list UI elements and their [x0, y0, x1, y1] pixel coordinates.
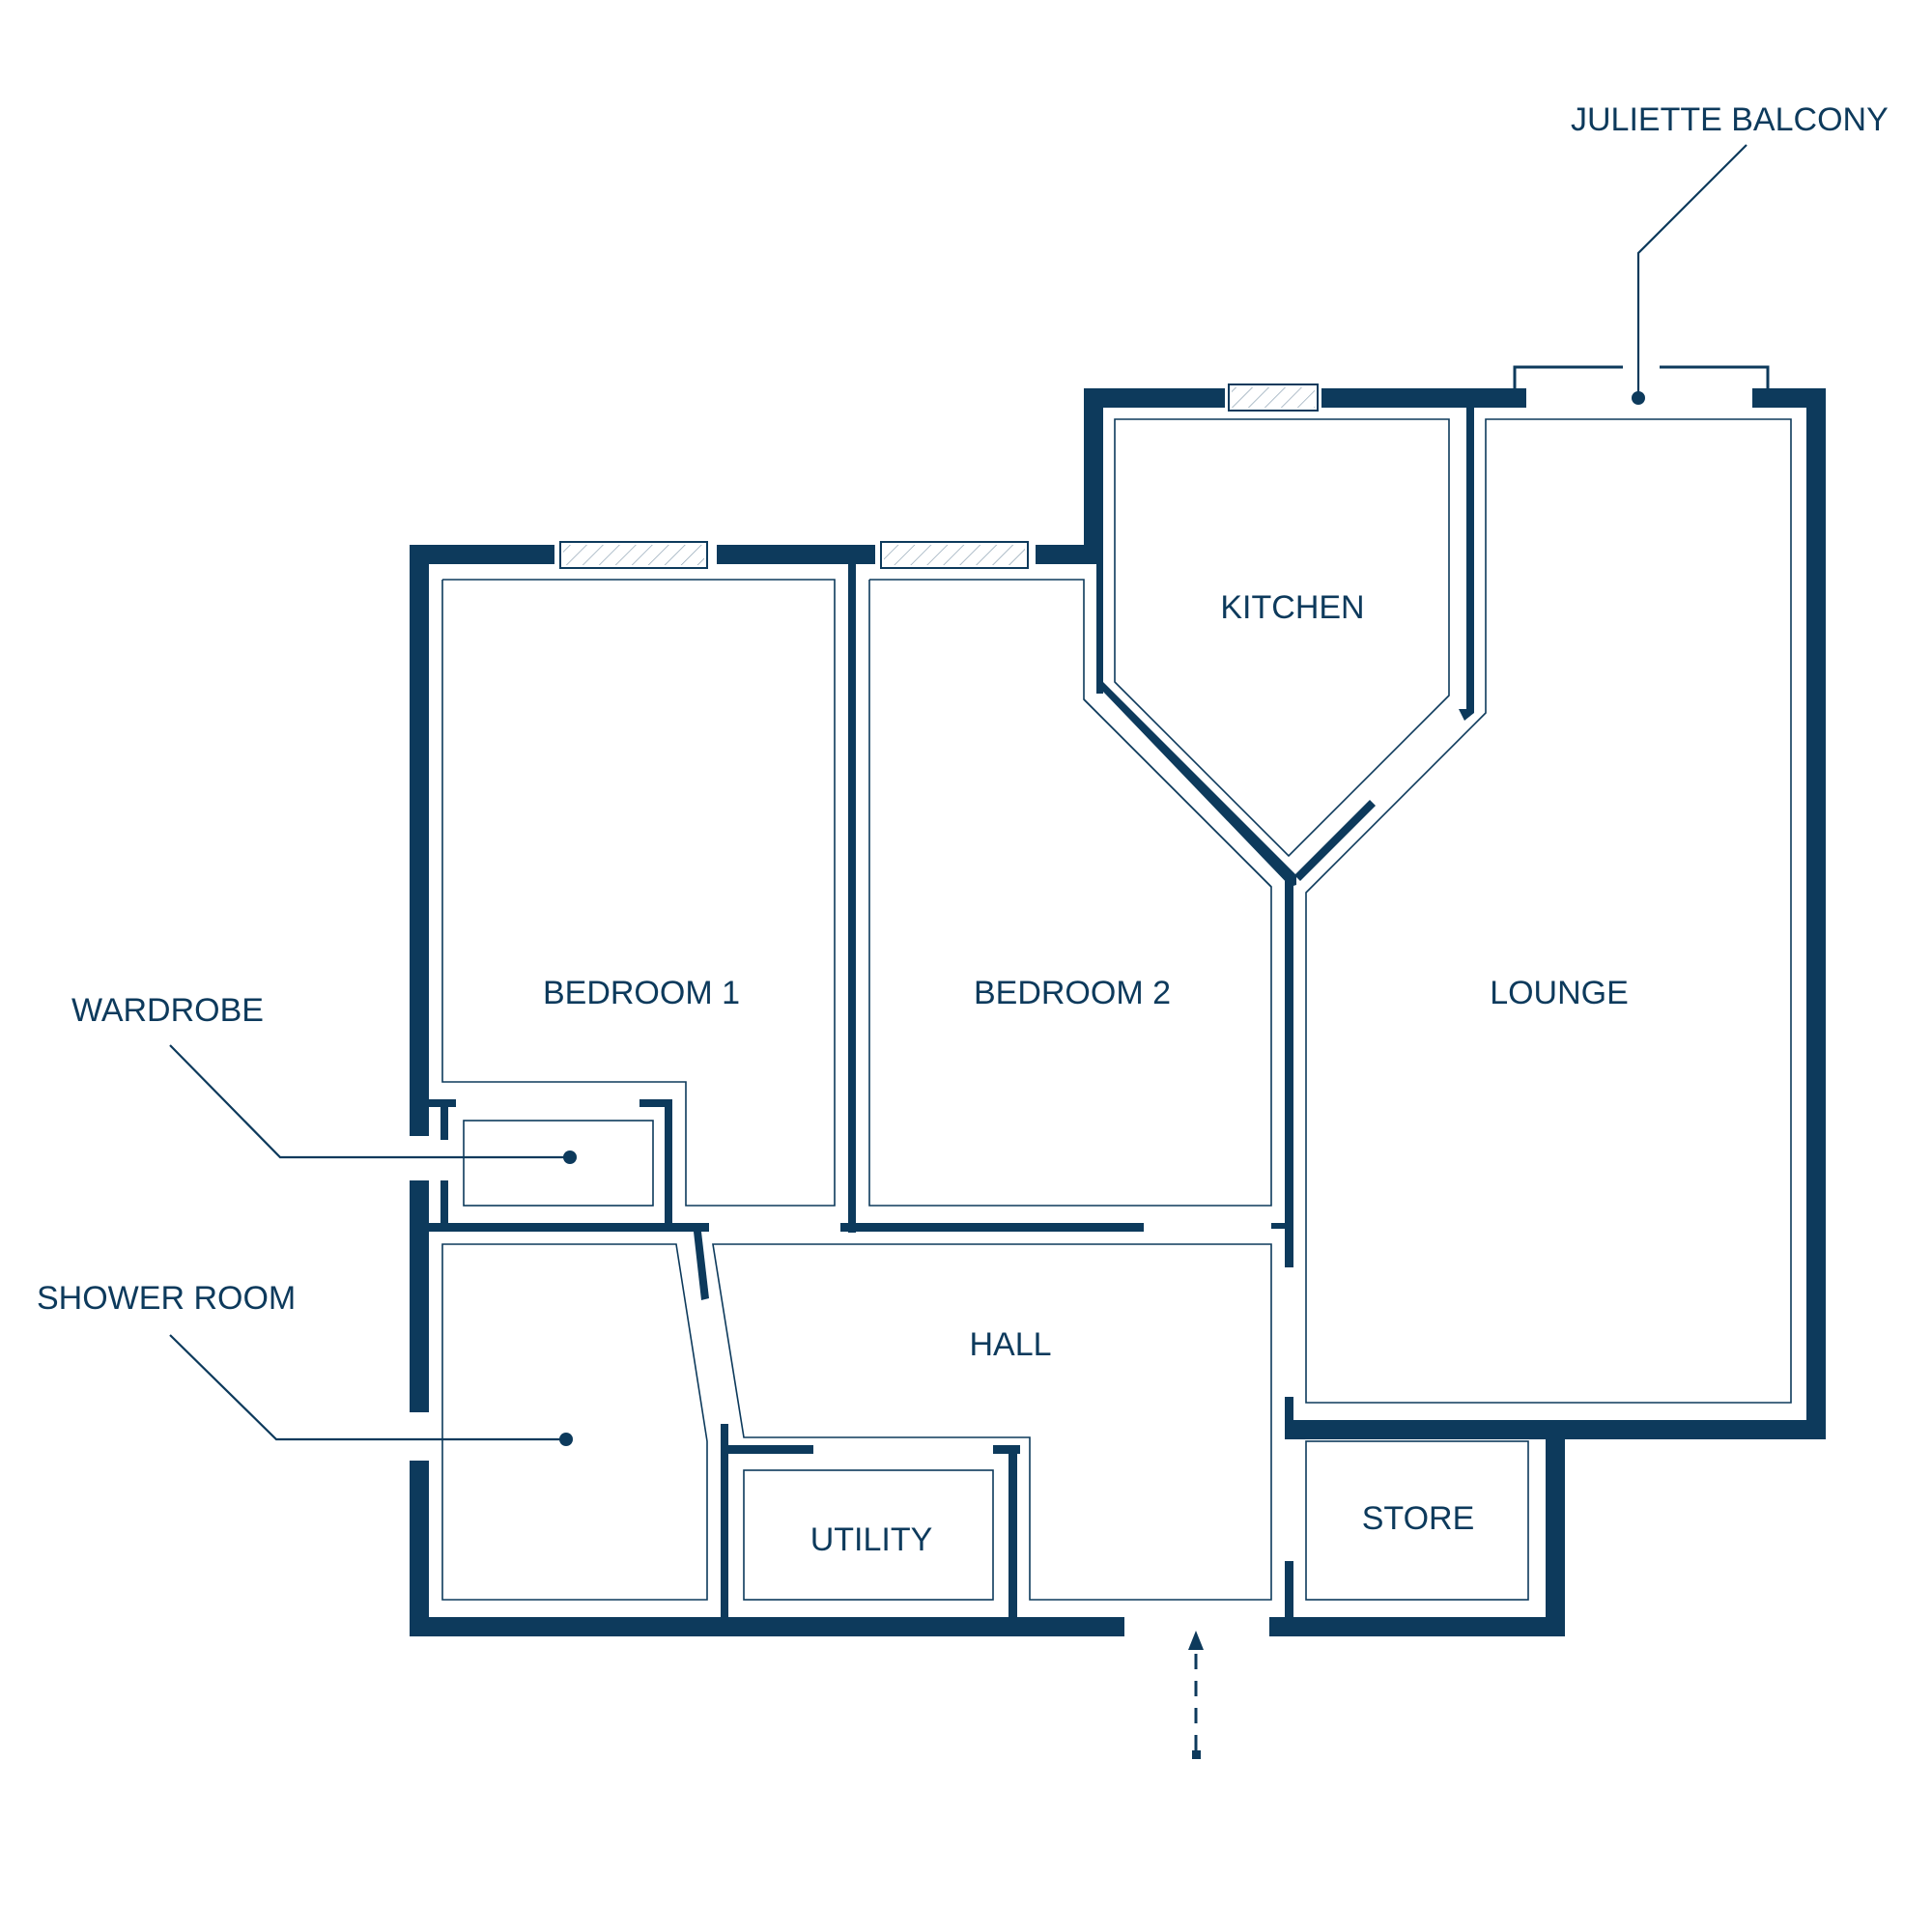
outline-shower-room: [441, 1243, 708, 1601]
wall-hall-lounge-lower: [1285, 1397, 1293, 1439]
wall-left-middle: [410, 1180, 429, 1412]
outline-wardrobe: [463, 1120, 654, 1207]
outline-bedroom2: [868, 579, 1272, 1207]
leader-dot-wardrobe: [563, 1151, 577, 1164]
wall-top-kitchen-left: [1084, 388, 1225, 408]
outline-hall: [712, 1243, 1272, 1601]
wall-utility-top-left: [721, 1445, 813, 1454]
wall-utility-top-right: [993, 1445, 1020, 1454]
label-wardrobe: WARDROBE: [71, 992, 264, 1029]
room-outlines: [441, 418, 1792, 1601]
wall-utility-right: [1009, 1445, 1017, 1627]
label-bedroom2: BEDROOM 2: [974, 975, 1171, 1011]
entrance-arrow-head: [1188, 1631, 1204, 1650]
label-store: STORE: [1362, 1500, 1475, 1537]
window-bedroom2: [880, 541, 1029, 569]
wall-top-b2-right: [1036, 545, 1099, 564]
internal-walls: [429, 408, 1474, 1636]
label-shower-room: SHOWER ROOM: [37, 1280, 296, 1317]
outer-walls: [410, 388, 1826, 1636]
wall-hall-lounge: [1285, 881, 1293, 1267]
leader-dot-juliette-balcony: [1632, 391, 1645, 405]
wall-top-b1-left: [410, 545, 554, 564]
wall-kitchen-left-lower: [1096, 564, 1103, 694]
window-kitchen: [1228, 384, 1319, 412]
wall-kitchen-lounge: [1466, 408, 1474, 709]
callout-leaders: [169, 144, 1747, 1446]
wall-left-upper: [410, 545, 429, 1136]
outline-kitchen: [1114, 418, 1450, 858]
entrance-arrow: [1188, 1631, 1204, 1759]
leader-shower-room: [169, 1334, 566, 1441]
wall-kitchen-stub: [1459, 709, 1474, 721]
wall-wardrobe-top-right: [639, 1099, 672, 1107]
entrance-arrow-tail: [1192, 1750, 1201, 1759]
outline-kitchen-outer-left: [1083, 698, 1272, 888]
label-juliette-balcony: JULIETTE BALCONY: [1571, 101, 1889, 138]
wall-wardrobe-right: [665, 1099, 672, 1231]
window-bedroom1: [559, 541, 708, 569]
wall-kitchen-angle-left: [1103, 682, 1296, 887]
wall-wardrobe-hall: [429, 1223, 709, 1232]
label-lounge: LOUNGE: [1490, 975, 1629, 1011]
windows: [559, 384, 1319, 569]
outline-bedroom1: [441, 579, 836, 1207]
wall-kitchen-left: [1084, 388, 1103, 564]
wall-top-b1-right: [717, 545, 875, 564]
wall-left-lower: [410, 1461, 429, 1636]
wall-bed2-hall: [840, 1223, 1144, 1232]
leader-dot-shower-room: [559, 1433, 573, 1446]
wall-wardrobe-left-lower: [440, 1180, 448, 1231]
leader-wardrobe: [169, 1044, 570, 1159]
wall-bed1-bed2: [848, 564, 856, 1233]
wall-top-kitchen-right: [1321, 388, 1526, 408]
label-utility: UTILITY: [810, 1521, 933, 1558]
wall-shower-door-stub: [694, 1232, 709, 1300]
leader-juliette-balcony: [1636, 144, 1747, 396]
outline-utility: [743, 1469, 994, 1601]
wall-wardrobe-left: [440, 1099, 448, 1140]
wall-kitchen-angle-right: [1294, 800, 1376, 881]
wall-hall-store: [1285, 1561, 1293, 1636]
wall-door-stub-b: [1285, 1426, 1314, 1434]
label-hall: HALL: [969, 1326, 1051, 1363]
label-kitchen: KITCHEN: [1220, 589, 1364, 626]
label-bedroom1: BEDROOM 1: [543, 975, 740, 1011]
wall-bottom-right: [1269, 1617, 1565, 1636]
callout-labels: JULIETTE BALCONY WARDROBE SHOWER ROOM: [37, 101, 1889, 1317]
wall-store-right: [1546, 1420, 1565, 1636]
wall-right: [1806, 388, 1826, 1439]
wall-door-stub-a: [1271, 1223, 1285, 1229]
outline-store: [1305, 1440, 1529, 1601]
wall-bottom-left: [410, 1617, 1124, 1636]
outline-lounge: [1305, 418, 1792, 1404]
wall-shower-utility: [721, 1424, 728, 1627]
juliette-balcony-rail: [1513, 365, 1770, 390]
room-labels: KITCHEN BEDROOM 1 BEDROOM 2 LOUNGE HALL …: [543, 589, 1629, 1558]
